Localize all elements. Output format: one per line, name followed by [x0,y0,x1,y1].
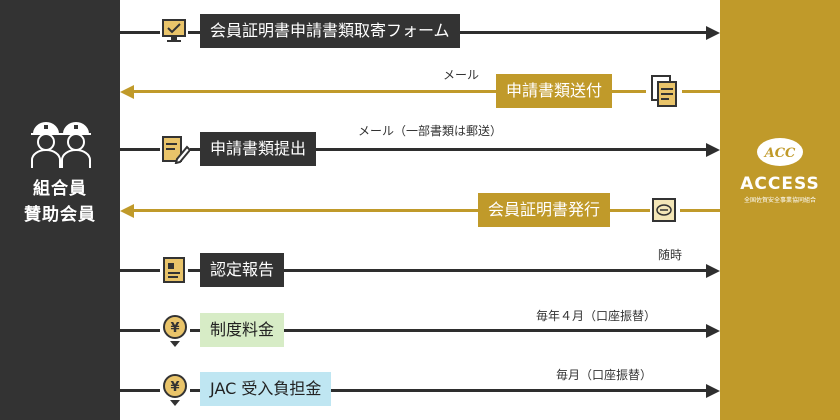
access-org-name: 全国佐賀安全事業協同組合 [743,197,816,204]
member-label-line1: 組合員 [33,179,87,199]
flow-label: 会員証明書申請書類取寄フォーム [200,14,460,48]
yen-coin-icon: ¥ [160,372,190,408]
member-label-line2: 賛助会員 [24,205,96,225]
flow-label: 申請書類送付 [496,74,613,108]
access-column [720,0,840,420]
workers-helmet-icon [31,122,91,168]
arrow-head-left [120,84,134,99]
flow-label: JAC 受入負担金 [200,372,332,406]
flow-note: 随時 [658,248,683,262]
flow-arrow-line [120,148,708,151]
arrow-head-right [706,323,720,338]
arrow-head-right [706,383,720,398]
flow-arrow-line [120,269,708,272]
flow-note: メール（一部書類は郵送） [358,124,503,138]
pencil-document-icon [160,134,190,164]
flow-note: 毎年４月（口座振替） [536,309,657,323]
access-brand: ACCESS [740,174,820,194]
members-block: 組合員 賛助会員 [0,112,120,228]
svg-text:¥: ¥ [170,380,179,395]
member-column [0,0,120,420]
flow-note: メール [443,68,480,82]
flow-label: 認定報告 [200,253,285,287]
flow-label: 制度料金 [200,313,285,347]
monitor-check-icon [160,16,188,46]
flow-arrow-line [132,209,720,212]
flow-arrow-line [120,389,708,392]
flow-note: 毎月（口座振替） [556,368,653,382]
flow-arrow-line [120,329,708,332]
arrow-head-right [706,142,720,157]
arrow-head-right [706,25,720,40]
certification-document-icon [160,255,188,285]
flow-label: 申請書類提出 [200,132,317,166]
access-logo-block: ACC ACCESS 全国佐賀安全事業協同組合 [720,136,840,204]
arrow-head-left [120,203,134,218]
svg-text:ACC: ACC [763,146,796,161]
documents-icon [646,73,682,109]
flow-label: 会員証明書発行 [478,193,611,227]
arrow-head-right [706,263,720,278]
access-logo-icon: ACC [757,138,803,166]
flow-arrow-line [132,90,720,93]
yen-coin-icon: ¥ [160,313,190,349]
svg-text:¥: ¥ [170,321,179,336]
certificate-card-icon [650,195,680,225]
